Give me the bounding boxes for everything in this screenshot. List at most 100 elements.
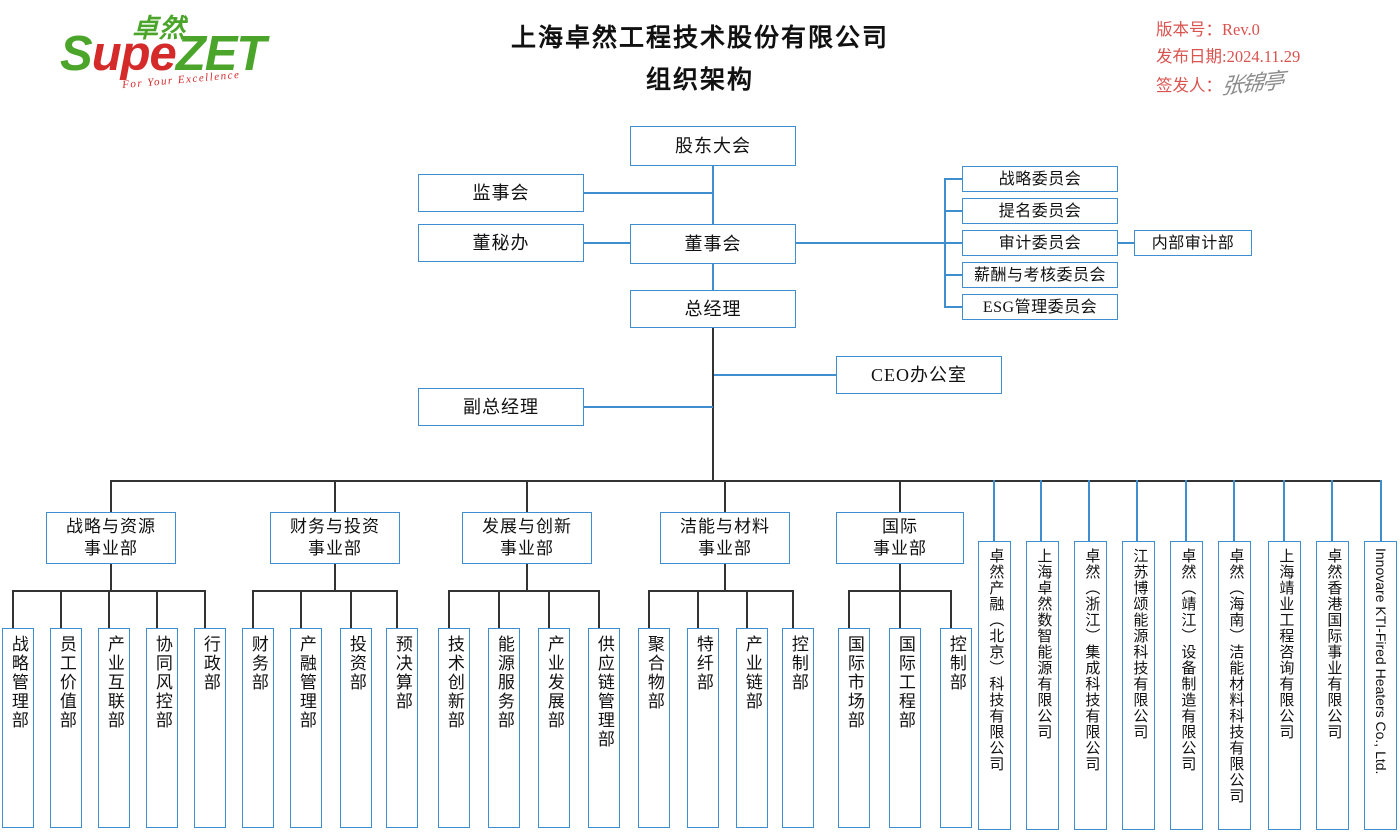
connector-subsidiary-9-drop	[1380, 480, 1382, 541]
box-division-clean-energy-materials[interactable]: 洁能与材料 事业部	[660, 512, 790, 564]
revision-block: 版本号：Rev.0 发布日期:2024.11.29 签发人：张锦亭	[1156, 16, 1386, 99]
subsidiary-label: 上海靖业工程咨询有限公司	[1277, 548, 1294, 740]
connector-dept-1-5-drop	[204, 590, 206, 628]
dept-label: 战略管理部	[8, 635, 28, 730]
box-dept-employee-value[interactable]: 员工价值部	[50, 628, 82, 828]
box-board-of-directors[interactable]: 董事会	[630, 224, 796, 264]
box-committee-esg[interactable]: ESG管理委员会	[962, 294, 1118, 320]
connector-gm-trunk	[712, 328, 714, 480]
box-deputy-general-manager[interactable]: 副总经理	[418, 388, 584, 426]
box-subsidiary-zhuoran-hainan-clean-materials[interactable]: 卓然（海南）洁能材料科技有限公司	[1218, 541, 1251, 830]
box-dept-industry-chain[interactable]: 产业链部	[736, 628, 768, 828]
box-subsidiary-zhuoran-zhejiang-integration[interactable]: 卓然（浙江）集成科技有限公司	[1074, 541, 1107, 830]
dept-label: 能源服务部	[494, 635, 514, 730]
box-dept-strategy-management[interactable]: 战略管理部	[2, 628, 34, 828]
box-supervisory-board[interactable]: 监事会	[418, 174, 584, 212]
connector-main-bus	[110, 480, 1382, 482]
connector-subsidiary-3-drop	[1088, 480, 1090, 541]
connector-board-secretary	[584, 242, 631, 244]
dept-label: 产业发展部	[544, 635, 564, 730]
connector-division-5-stem	[899, 564, 901, 590]
box-dept-industrial-development[interactable]: 产业发展部	[538, 628, 570, 828]
box-committee-strategy[interactable]: 战略委员会	[962, 166, 1118, 192]
box-general-manager[interactable]: 总经理	[630, 290, 796, 328]
connector-committee-audit-stub	[944, 242, 962, 244]
box-shareholders-meeting[interactable]: 股东大会	[630, 126, 796, 166]
box-subsidiary-zhuoran-chanrong-beijing[interactable]: 卓然产融（北京）科技有限公司	[978, 541, 1011, 830]
box-division-finance-investment[interactable]: 财务与投资 事业部	[270, 512, 400, 564]
connector-dept-1-1-drop	[12, 590, 14, 628]
box-dept-energy-services[interactable]: 能源服务部	[488, 628, 520, 828]
subsidiary-label: 卓然香港国际事业有限公司	[1325, 548, 1342, 740]
logo-chinese-text: 卓然	[132, 14, 187, 44]
issuer-label: 签发人：	[1156, 76, 1222, 95]
box-dept-industry-finance-management[interactable]: 产融管理部	[290, 628, 322, 828]
logo-supe-upe: upe	[91, 27, 177, 81]
box-dept-industrial-internet[interactable]: 产业互联部	[98, 628, 130, 828]
box-dept-international-market[interactable]: 国际市场部	[838, 628, 870, 828]
box-subsidiary-zhuoran-hongkong-international[interactable]: 卓然香港国际事业有限公司	[1316, 541, 1349, 830]
box-dept-international-engineering[interactable]: 国际工程部	[889, 628, 921, 828]
connector-committee-compensation-stub	[944, 274, 962, 276]
box-dept-budget-settlement[interactable]: 预决算部	[386, 628, 418, 828]
connector-dept-5-1-drop	[848, 590, 850, 628]
company-logo: 卓然 SupeZET For Your Excellence	[60, 8, 290, 100]
box-dept-polymer[interactable]: 聚合物部	[638, 628, 670, 828]
subsidiary-label: Innovare KTI-Fired Heaters Co., Ltd.	[1372, 548, 1389, 775]
connector-subsidiary-2-drop	[1040, 480, 1042, 541]
logo-wordmark: SupeZET	[60, 26, 290, 82]
box-subsidiary-shanghai-jingye-consulting[interactable]: 上海靖业工程咨询有限公司	[1268, 541, 1301, 830]
connector-subsidiary-6-drop	[1233, 480, 1235, 541]
box-subsidiary-zhuoran-jingjiang-equipment[interactable]: 卓然（靖江）设备制造有限公司	[1170, 541, 1203, 830]
connector-dept-3-1-drop	[448, 590, 450, 628]
box-dept-supply-chain-management[interactable]: 供应链管理部	[588, 628, 620, 828]
dept-label: 控制部	[788, 635, 808, 692]
connector-division-4-drop	[724, 480, 726, 512]
dept-label: 行政部	[200, 635, 220, 692]
box-subsidiary-shanghai-zhuoran-shuzhi-energy[interactable]: 上海卓然数智能源有限公司	[1026, 541, 1059, 830]
box-dept-technology-innovation[interactable]: 技术创新部	[438, 628, 470, 828]
connector-dept-bus-2	[252, 590, 398, 592]
connector-subsidiary-4-drop	[1136, 480, 1138, 541]
box-dept-finance[interactable]: 财务部	[242, 628, 274, 828]
box-division-strategy-resources[interactable]: 战略与资源 事业部	[46, 512, 176, 564]
logo-supe-s: S	[60, 27, 93, 81]
box-ceo-office[interactable]: CEO办公室	[836, 356, 1002, 394]
subsidiary-label: 卓然（浙江）集成科技有限公司	[1083, 548, 1100, 772]
box-dept-special-fiber[interactable]: 特纤部	[687, 628, 719, 828]
dept-label: 国际工程部	[895, 635, 915, 730]
dept-label: 控制部	[946, 635, 966, 692]
subsidiary-label: 卓然（海南）洁能材料科技有限公司	[1227, 548, 1244, 804]
box-dept-administration[interactable]: 行政部	[194, 628, 226, 828]
box-subsidiary-jiangsu-bosong-energy[interactable]: 江苏博颂能源科技有限公司	[1122, 541, 1155, 830]
connector-board-to-gm	[712, 264, 714, 290]
box-committee-compensation[interactable]: 薪酬与考核委员会	[962, 262, 1118, 288]
box-division-international[interactable]: 国际 事业部	[836, 512, 964, 564]
connector-dept-2-4-drop	[396, 590, 398, 628]
box-internal-audit-department[interactable]: 内部审计部	[1134, 230, 1252, 256]
connector-audit-to-internal-audit	[1118, 242, 1134, 244]
box-committee-audit[interactable]: 审计委员会	[962, 230, 1118, 256]
box-dept-investment[interactable]: 投资部	[340, 628, 372, 828]
connector-dept-bus-3	[448, 590, 600, 592]
dept-label: 产业互联部	[104, 635, 124, 730]
box-committee-nomination[interactable]: 提名委员会	[962, 198, 1118, 224]
connector-supervisory-board	[584, 192, 713, 194]
box-subsidiary-innovare-kti[interactable]: Innovare KTI-Fired Heaters Co., Ltd.	[1364, 541, 1397, 830]
dept-label: 产融管理部	[296, 635, 316, 730]
dept-label: 国际市场部	[844, 635, 864, 730]
connector-dept-4-4-drop	[792, 590, 794, 628]
connector-dept-4-1-drop	[648, 590, 650, 628]
box-dept-collaborative-risk-control[interactable]: 协同风控部	[146, 628, 178, 828]
dept-label: 特纤部	[693, 635, 713, 692]
box-division-development-innovation[interactable]: 发展与创新 事业部	[462, 512, 592, 564]
connector-dept-5-3-drop	[950, 590, 952, 628]
subsidiary-label: 上海卓然数智能源有限公司	[1035, 548, 1052, 740]
box-dept-control-international[interactable]: 控制部	[940, 628, 972, 828]
box-board-secretary-office[interactable]: 董秘办	[418, 224, 584, 262]
connector-dept-3-3-drop	[548, 590, 550, 628]
box-dept-control-materials[interactable]: 控制部	[782, 628, 814, 828]
dept-label: 投资部	[346, 635, 366, 692]
connector-division-3-stem	[526, 564, 528, 590]
